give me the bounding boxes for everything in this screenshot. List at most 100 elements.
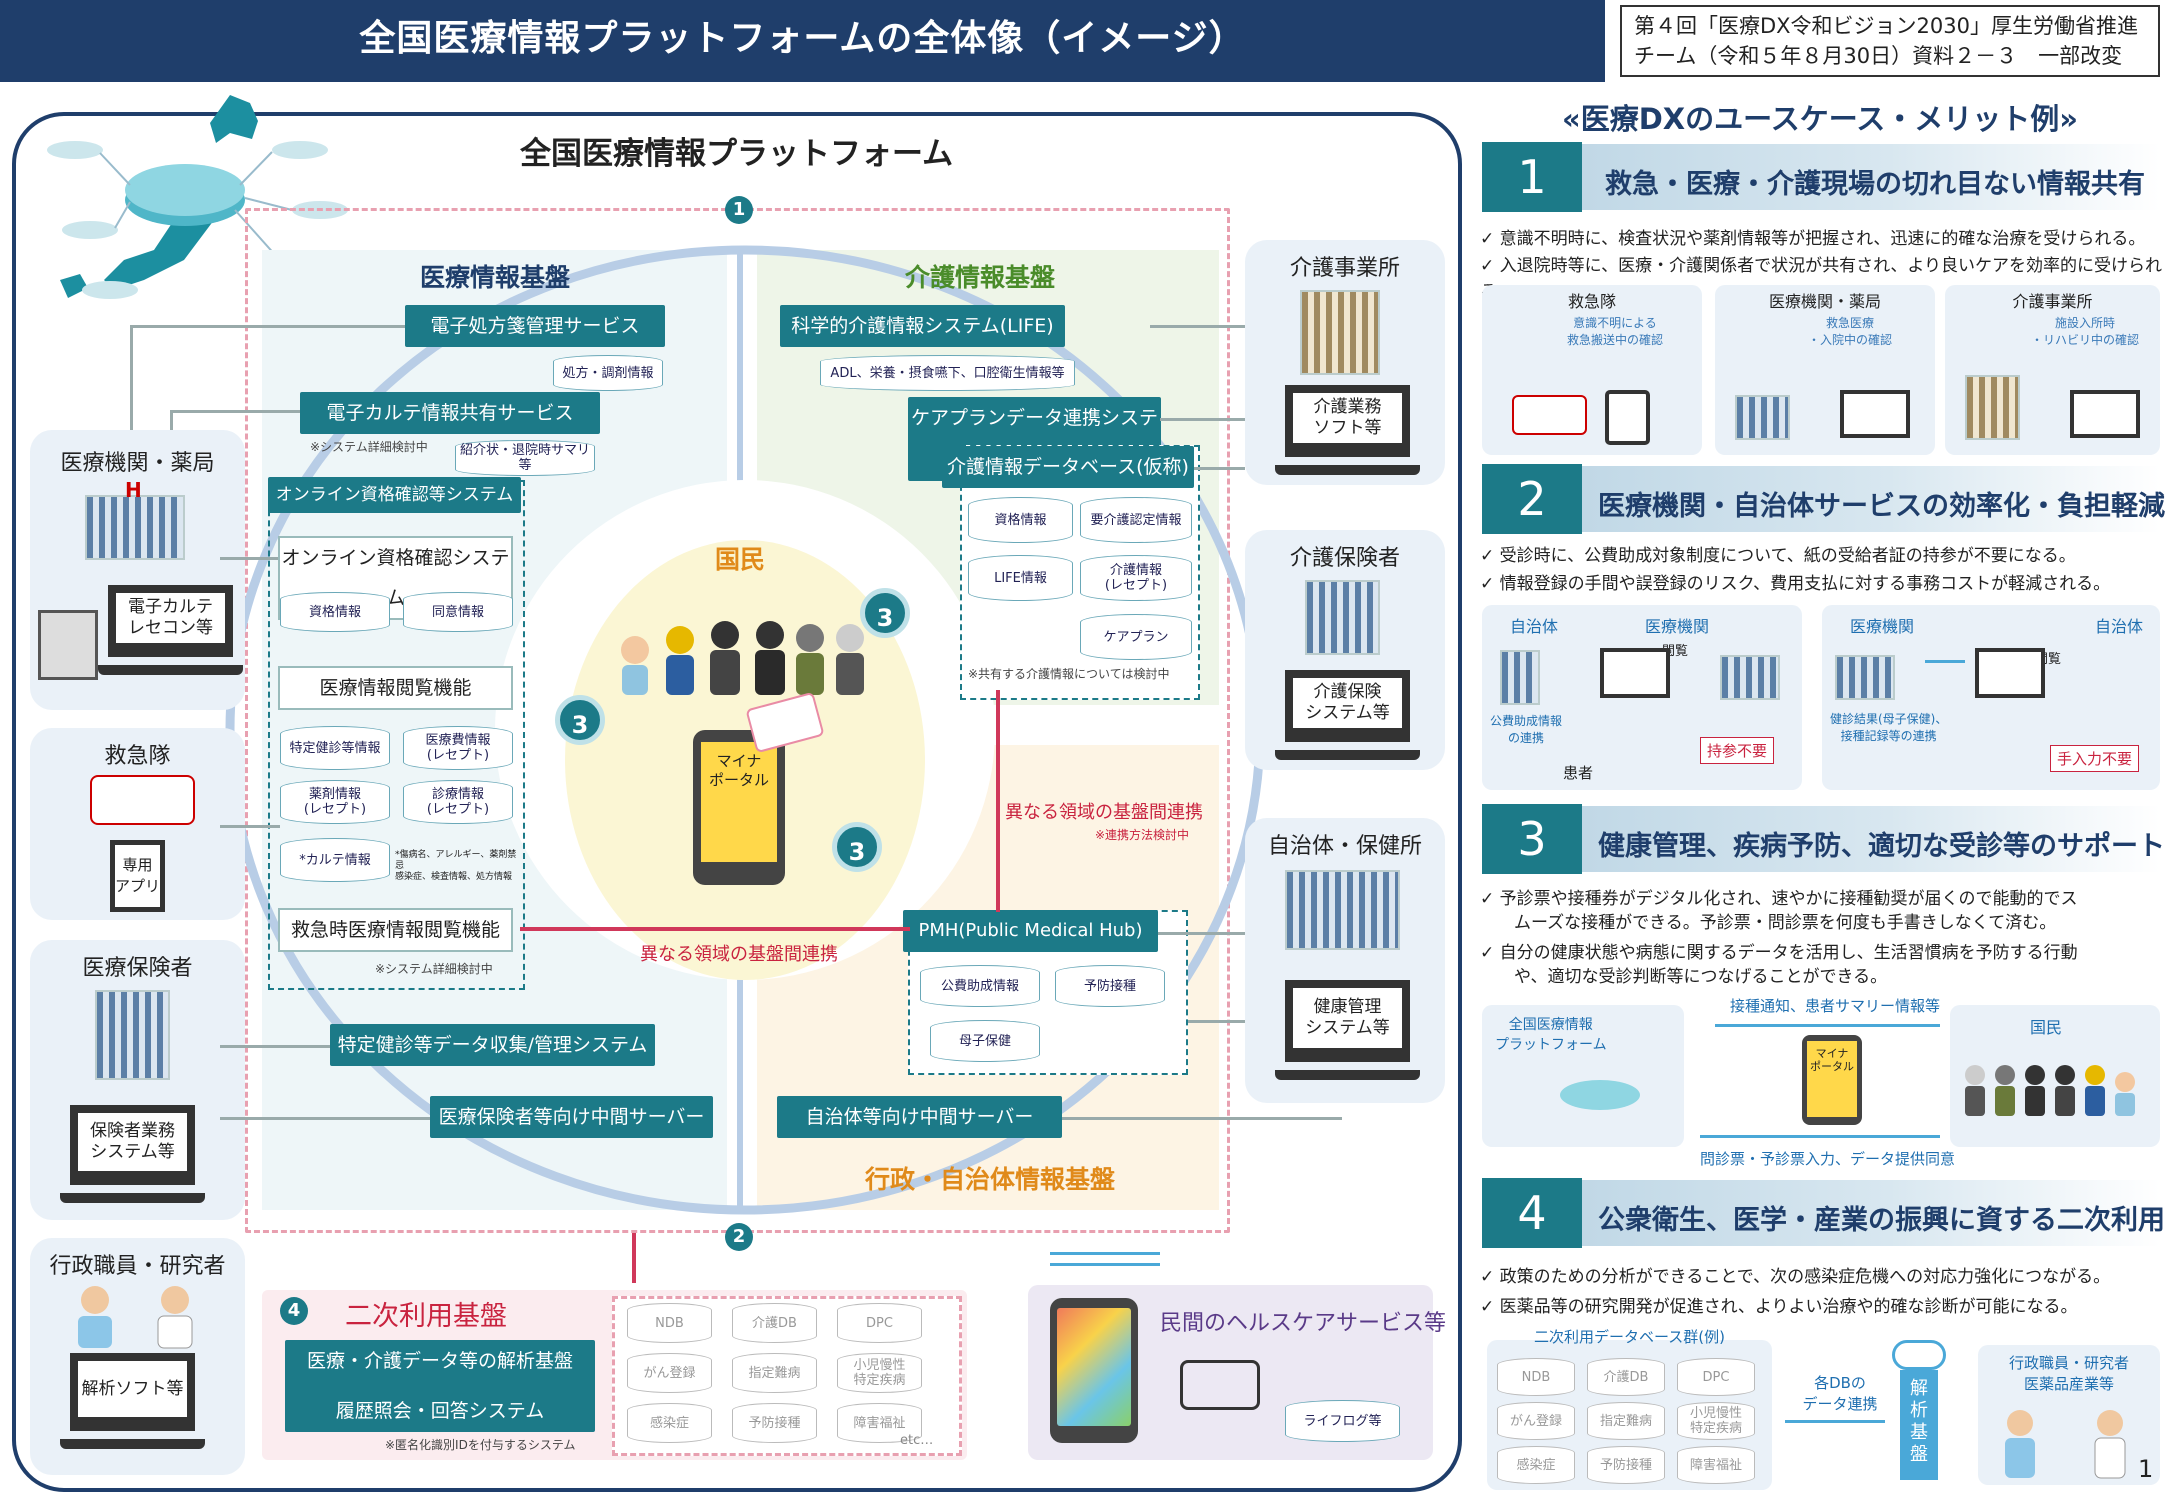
connector bbox=[170, 410, 300, 413]
section-1-bar bbox=[1482, 144, 2160, 210]
arrow-3-admin: 3 bbox=[832, 822, 882, 872]
section-1-number: 1 bbox=[1482, 142, 1582, 212]
life-system: 科学的介護情報システム(LIFE) bbox=[780, 305, 1065, 347]
karte-note: *傷病名、アレルギー、薬剤禁忌 感染症、検査情報、処方情報 bbox=[395, 850, 517, 882]
connector bbox=[130, 325, 405, 328]
care-db-receipt: 介護情報 (レセプト) bbox=[1080, 555, 1192, 601]
secondary-etc: etc… bbox=[900, 1433, 934, 1448]
s2-hospital-icon bbox=[1720, 655, 1780, 700]
municipality-building-icon bbox=[1285, 870, 1400, 950]
section-2-bullet-1: ✓ 受診時に、公費助成対象制度について、紙の受給者証の持参が不要になる。 bbox=[1480, 546, 2076, 566]
arrow-3-care: 3 bbox=[860, 588, 910, 638]
emergency-note: ※システム詳細検討中 bbox=[375, 962, 493, 976]
mynaportal-label: マイナ ポータル bbox=[701, 742, 777, 862]
link-label-vertical: 異なる領域の基盤間連携 bbox=[1005, 802, 1203, 823]
section-4-bullet-2: ✓ 医薬品等の研究開発が促進され、よりよい治療や的確な診断が可能になる。 bbox=[1480, 1297, 2078, 1317]
secondary-note: ※匿名化識別IDを付与するシステム bbox=[385, 1438, 576, 1452]
s4-db-grid: NDB 介護DB DPC がん登録 指定難病 小児慢性 特定疾病 感染症 予防接… bbox=[1497, 1358, 1767, 1488]
wearable-icon bbox=[1180, 1360, 1260, 1410]
s1-card-3-title: 介護事業所 bbox=[2012, 292, 2093, 311]
db-consent: 同意情報 bbox=[403, 592, 513, 632]
s1-card-3-text: 施設入所時 ・リハビリ中の確認 bbox=[2030, 316, 2139, 347]
s3-citizen-label: 国民 bbox=[2030, 1018, 2063, 1037]
s2-left-municipality: 自治体 bbox=[1510, 617, 1559, 636]
connector bbox=[220, 1117, 430, 1120]
link-label-horizontal: 異なる領域の基盤間連携 bbox=[640, 944, 838, 965]
private-title: 民間のヘルスケアサービス等 bbox=[1160, 1311, 1447, 1336]
s4-db: 感染症 bbox=[1497, 1446, 1575, 1484]
s4-db: 介護DB bbox=[1587, 1358, 1665, 1396]
s2-hospital-icon-2 bbox=[1835, 655, 1895, 700]
hospital-building-icon bbox=[85, 495, 185, 560]
receipt-machine-icon bbox=[38, 610, 98, 680]
life-db: ADL、栄養・摂食嚥下、口腔衛生情報等 bbox=[820, 355, 1075, 391]
researcher-title: 行政職員・研究者 bbox=[49, 1254, 226, 1279]
secondary-db: 予防接種 bbox=[732, 1403, 817, 1443]
secondary-db: NDB bbox=[627, 1303, 712, 1343]
analysis-pc-base bbox=[60, 1439, 205, 1449]
ekarte-service: 電子カルテ情報共有サービス bbox=[300, 392, 600, 434]
admin-db-vaccine: 予防接種 bbox=[1055, 965, 1165, 1007]
hospital-pc: 電子カルテ レセコン等 bbox=[108, 585, 233, 657]
care-db-note: ※共有する介護情報については検討中 bbox=[968, 667, 1170, 681]
care-db-plan: ケアプラン bbox=[1080, 614, 1192, 660]
s1-card-1-title: 救急隊 bbox=[1567, 292, 1616, 311]
municipality-pc: 健康管理 システム等 bbox=[1285, 980, 1410, 1062]
s2-left-hospital: 医療機関 bbox=[1645, 617, 1710, 636]
section-4-title: 公衆衛生、医学・産業の振興に資する二次利用 bbox=[1598, 1205, 2165, 1236]
cloud-icon bbox=[1892, 1340, 1946, 1370]
section-1-title: 救急・医療・介護現場の切れ目ない情報共有 bbox=[1605, 169, 2145, 200]
s3-arrow-top-label: 接種通知、患者サマリー情報等 bbox=[1730, 997, 1941, 1015]
s3-arrow-bottom bbox=[1700, 1135, 1940, 1138]
care-db-cert: 要介護認定情報 bbox=[1080, 497, 1192, 543]
s3-portal-label: マイナ ポータル bbox=[1807, 1041, 1857, 1117]
s1-care-icon bbox=[1965, 375, 2020, 440]
s1-ambulance-icon bbox=[1512, 395, 1587, 435]
ekarte-db: 紹介状・退院時サマリ等 bbox=[455, 440, 595, 476]
db-medical-cost: 医療費情報 (レセプト) bbox=[403, 726, 513, 770]
s3-arrow-top bbox=[1715, 1024, 1940, 1027]
s2-right-municipality: 自治体 bbox=[2095, 617, 2144, 636]
s4-db: がん登録 bbox=[1497, 1402, 1575, 1440]
care-database: 介護情報データベース(仮称) bbox=[942, 446, 1194, 488]
secondary-number: 4 bbox=[280, 1297, 308, 1325]
s3-phone-icon: マイナ ポータル bbox=[1802, 1035, 1862, 1125]
insurer-building-icon bbox=[95, 990, 170, 1080]
s1-card-2-title: 医療機関・薬局 bbox=[1768, 292, 1881, 311]
citizens-icon bbox=[621, 621, 864, 695]
s4-db: 障害福祉 bbox=[1677, 1446, 1755, 1484]
s2-arrow bbox=[1925, 660, 1965, 663]
s1-card-2-text: 救急医療 ・入院中の確認 bbox=[1807, 316, 1892, 347]
s2-left-link: 公費助成情報 の連携 bbox=[1490, 714, 1563, 745]
secondary-db: 感染症 bbox=[627, 1403, 712, 1443]
care-insurer-pc-base bbox=[1275, 750, 1420, 760]
s4-users-label: 行政職員・研究者 医薬品産業等 bbox=[2008, 1354, 2129, 1393]
hospital-h-icon: H bbox=[125, 478, 142, 502]
insurer-middle-server: 医療保険者等向け中間サーバー bbox=[430, 1096, 713, 1138]
s2-right-link: 健診結果(母子保健)、 接種記録等の連携 bbox=[1830, 712, 1948, 743]
platform-title: 全国医療情報プラットフォーム bbox=[520, 136, 954, 172]
s1-pc-icon bbox=[1840, 390, 1910, 438]
connector bbox=[1160, 418, 1245, 421]
secondary-db: 小児慢性 特定疾病 bbox=[837, 1353, 922, 1393]
s1-card-1-text: 意識不明による 救急搬送中の確認 bbox=[1566, 316, 1663, 347]
s3-arrow-bottom-label: 問診票・予診票入力、データ提供同意 bbox=[1700, 1150, 1956, 1168]
s4-db: NDB bbox=[1497, 1358, 1575, 1396]
tokutei-system: 特定健診等データ収集/管理システム bbox=[330, 1024, 655, 1066]
connector bbox=[1188, 1020, 1245, 1023]
section-3-bullet-2: ✓ 自分の健康状態や病態に関するデータを活用し、生活習慣病を予防する行動 bbox=[1480, 943, 2078, 963]
section-4-bar bbox=[1482, 1180, 2160, 1246]
section-3-bullet-2b: や、適切な受診判断等につなげることができる。 bbox=[1514, 967, 1888, 987]
admin-base-title: 行政・自治体情報基盤 bbox=[864, 1165, 1115, 1194]
s4-db: DPC bbox=[1677, 1358, 1755, 1396]
s2-no-input: 手入力不要 bbox=[2050, 745, 2140, 772]
secondary-db: 指定難病 bbox=[732, 1353, 817, 1393]
section-3-number: 3 bbox=[1482, 804, 1582, 874]
s2-right-hospital: 医療機関 bbox=[1850, 617, 1915, 636]
care-office-building-icon bbox=[1300, 290, 1380, 375]
connector bbox=[220, 557, 278, 560]
cycle-number-2: 2 bbox=[725, 1223, 753, 1251]
care-office-pc-base bbox=[1275, 465, 1420, 475]
section-2-number: 2 bbox=[1482, 464, 1582, 534]
pmh: PMH(Public Medical Hub) bbox=[903, 910, 1158, 952]
